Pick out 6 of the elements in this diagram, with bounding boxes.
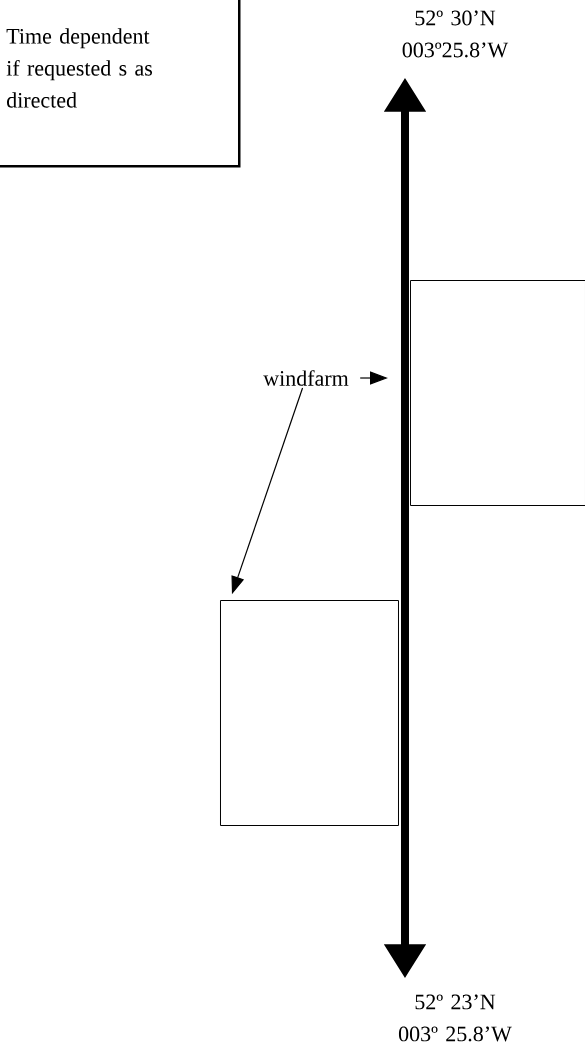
windfarm-label: windfarm <box>263 370 349 386</box>
coordinate-label: 52º 23’N 003º 25.8’W <box>398 994 512 1042</box>
note-box: Time dependent if requested s as directed <box>0 0 241 168</box>
windfarm-box <box>220 600 399 826</box>
coordinate-label: 52º 30’N 003º25.8’W <box>402 10 509 58</box>
windfarm-box <box>410 280 585 506</box>
